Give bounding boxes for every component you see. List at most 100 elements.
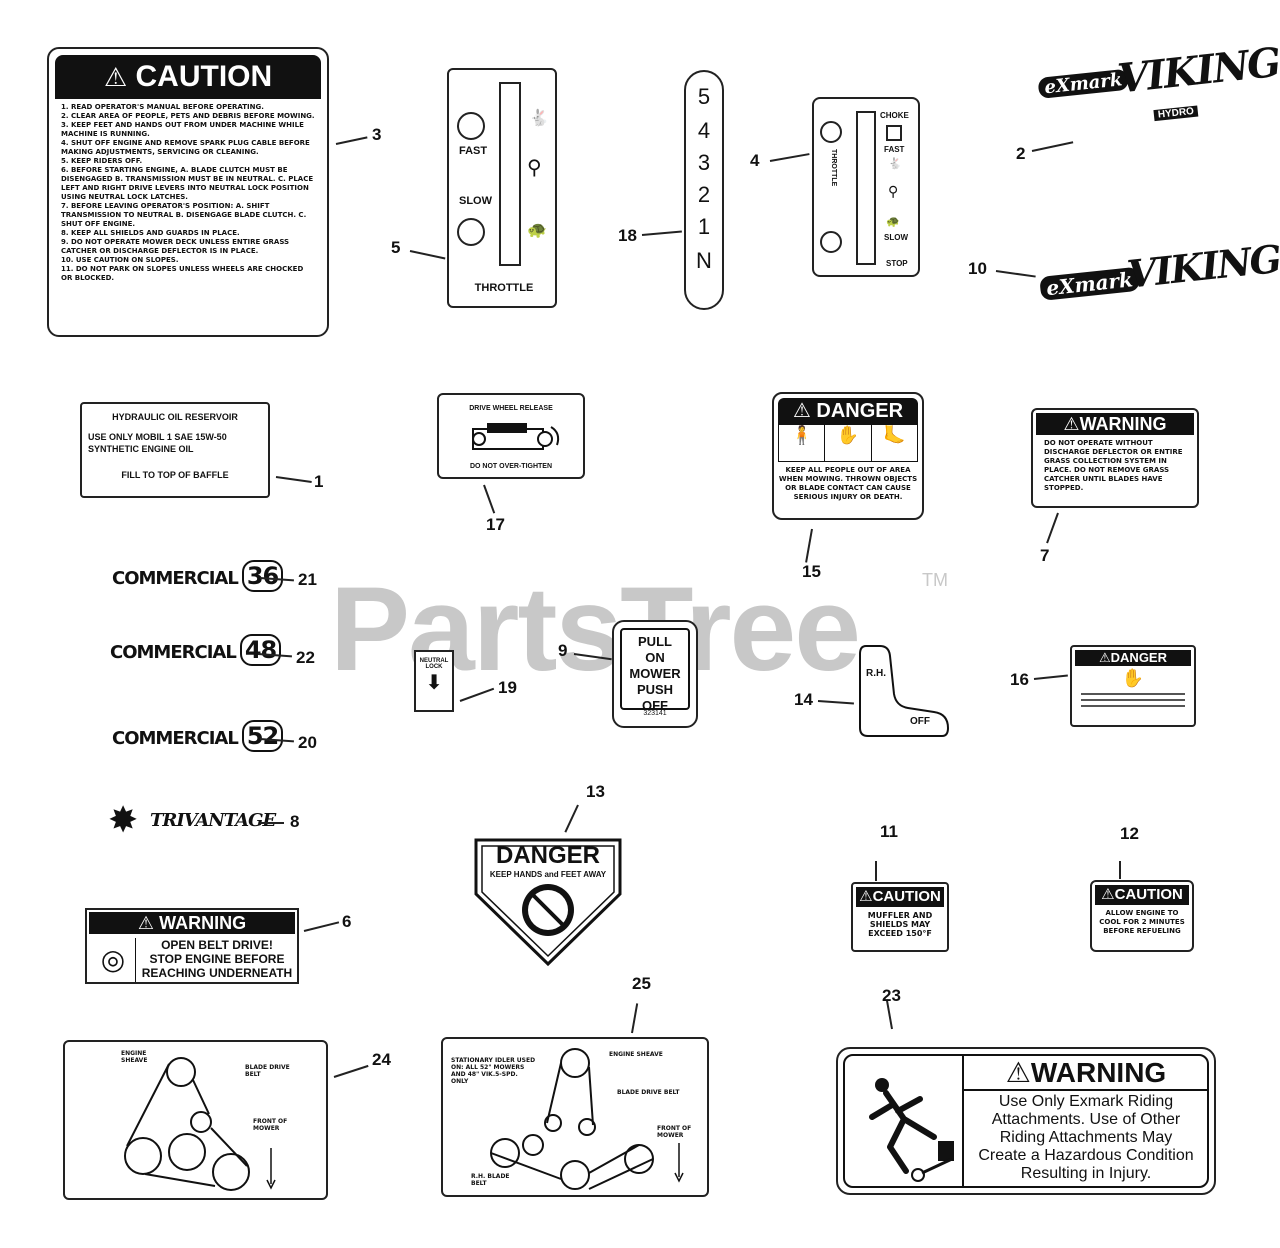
callout-9: 9 bbox=[558, 641, 568, 660]
watermark: PartsTree bbox=[330, 562, 861, 696]
choke-icon: ⚲ bbox=[888, 183, 899, 199]
warning-line-4: Create a Hazardous Condition bbox=[978, 1147, 1194, 1164]
viking-logo-10: eXmark VIKING bbox=[1037, 235, 1280, 324]
star-icon: ✸ bbox=[108, 799, 139, 840]
callout-17: 17 bbox=[486, 515, 505, 534]
warning-inner bbox=[843, 1054, 1209, 1188]
trademark-symbol: TM bbox=[922, 570, 948, 590]
warning-decal-6: ⚠ WARNING ◎ OPEN BELT DRIVE! STOP ENGINE… bbox=[85, 908, 299, 984]
warning-text: OPEN BELT DRIVE! STOP ENGINE BEFORE REAC… bbox=[137, 938, 297, 980]
hydraulic-title: HYDRAULIC OIL RESERVOIR bbox=[112, 412, 238, 422]
caution-text: ALLOW ENGINE TO COOL FOR 2 MINUTES BEFOR… bbox=[1099, 909, 1185, 935]
throttle-decal-5: FAST SLOW 🐇 ⚲ 🐢 THROTTLE bbox=[447, 68, 557, 308]
fast-label: FAST bbox=[884, 145, 905, 154]
callout-10: 10 bbox=[968, 259, 987, 278]
callout-2: 2 bbox=[1016, 144, 1026, 163]
callout-5: 5 bbox=[391, 238, 401, 257]
stop-label: STOP bbox=[886, 259, 908, 268]
warning-line-1: Use Only Exmark Riding bbox=[998, 1093, 1174, 1110]
warning-triangle-icon: ⚠ bbox=[1063, 414, 1080, 434]
trivantage-name: TRIVANTAGE bbox=[150, 810, 276, 831]
caution-item: 8. KEEP ALL SHIELDS AND GUARDS IN PLACE. bbox=[61, 229, 240, 237]
warning-decal-7: ⚠WARNING DO NOT OPERATE WITHOUT DISCHARG… bbox=[1031, 408, 1199, 508]
off-label: OFF bbox=[910, 716, 930, 727]
engine-sheave-label: ENGINE SHEAVE bbox=[609, 1051, 663, 1058]
fast-label: FAST bbox=[459, 145, 488, 157]
drive-wheel-release-decal-17: DRIVE WHEEL RELEASE DO NOT OVER-TIGHTEN bbox=[437, 393, 585, 479]
pto-part-code: 323141 bbox=[643, 710, 667, 717]
caution-header: ⚠ CAUTION bbox=[55, 55, 321, 99]
rh-off-decal-14 bbox=[859, 645, 950, 737]
hydraulic-oil-decal-1: HYDRAULIC OIL RESERVOIR USE ONLY MOBIL 1… bbox=[80, 402, 270, 498]
callout-14: 14 bbox=[794, 690, 813, 709]
warning-line-3: Riding Attachments May bbox=[999, 1129, 1173, 1146]
caution-item: 7. BEFORE LEAVING OPERATOR'S POSITION: A… bbox=[61, 202, 307, 228]
caution-item: 11. DO NOT PARK ON SLOPES UNLESS WHEELS … bbox=[61, 265, 304, 282]
rh-label: R.H. bbox=[866, 668, 886, 679]
transmission-illustration bbox=[472, 423, 560, 450]
hydro-label: HYDRO bbox=[1153, 105, 1199, 122]
blade-icon: ✋ bbox=[825, 425, 872, 461]
caution-decal-12: ⚠CAUTION ALLOW ENGINE TO COOL FOR 2 MINU… bbox=[1090, 880, 1194, 952]
callout-7: 7 bbox=[1040, 546, 1050, 565]
throttle-vertical-label: THROTTLE bbox=[830, 149, 837, 187]
on-label: ON bbox=[645, 650, 665, 665]
danger-decal-16: ⚠DANGER ✋ bbox=[1070, 645, 1196, 727]
front-of-mower-label: FRONT OF MOWER bbox=[657, 1125, 692, 1139]
warning-line-2: STOP ENGINE BEFORE bbox=[149, 952, 285, 966]
arrow-down-icon: ⬇ bbox=[425, 672, 443, 694]
viking-hydro-logo-2: eXmark VIKING HYDRO bbox=[1036, 39, 1280, 154]
lock-label: LOCK bbox=[425, 664, 443, 670]
mower-label: MOWER bbox=[629, 666, 681, 681]
neutral-lock-decal-19: NEUTRAL LOCK ⬇ bbox=[414, 650, 454, 712]
warning-text: Use Only Exmark Riding Attachments. Use … bbox=[964, 1093, 1208, 1183]
hydraulic-oil-synthetic: SYNTHETIC ENGINE OIL bbox=[88, 444, 194, 454]
commercial-number: 48 bbox=[239, 634, 282, 666]
throttle-decal-4: THROTTLE CHOKE FAST 🐇 ⚲ 🐢 SLOW STOP bbox=[812, 97, 920, 277]
hydraulic-fill: FILL TO TOP OF BAFFLE bbox=[121, 470, 229, 480]
pull-label: PULL bbox=[638, 634, 672, 649]
callout-11: 11 bbox=[880, 822, 898, 841]
danger-decal-15: ⚠ DANGER 🧍 ✋ 🦶 KEEP ALL PEOPLE OUT OF AR… bbox=[772, 392, 924, 520]
choke-label: CHOKE bbox=[880, 111, 909, 120]
caution-decal-3: ⚠ CAUTION 1. READ OPERATOR'S MANUAL BEFO… bbox=[47, 47, 329, 337]
rabbit-icon: 🐇 bbox=[888, 158, 902, 170]
warning-triangle-icon: ⚠ bbox=[103, 62, 128, 92]
slow-label: SLOW bbox=[884, 233, 908, 242]
caution-decal-11: ⚠CAUTION MUFFLER AND SHIELDS MAY EXCEED … bbox=[851, 882, 949, 952]
drive-wheel-note: DO NOT OVER-TIGHTEN bbox=[469, 463, 553, 470]
commercial-word: COMMERCIAL bbox=[112, 568, 239, 589]
turtle-icon: 🐢 bbox=[527, 222, 547, 239]
engine-sheave-label: ENGINE SHEAVE bbox=[121, 1050, 148, 1064]
rh-blade-belt-label: R.H. BLADE BELT bbox=[471, 1173, 510, 1187]
hazard-pictograms: 🧍 ✋ 🦶 bbox=[778, 424, 918, 462]
callout-1: 1 bbox=[314, 472, 324, 491]
push-label: PUSH bbox=[636, 682, 674, 697]
neutral-label: NEUTRAL bbox=[419, 658, 449, 664]
choke-box-icon bbox=[886, 125, 902, 141]
warning-text: DO NOT OPERATE WITHOUT DISCHARGE DEFLECT… bbox=[1044, 439, 1183, 492]
exmark-brand: eXmark bbox=[1039, 266, 1140, 301]
callout-19: 19 bbox=[498, 678, 517, 697]
slow-knob-circle bbox=[457, 218, 485, 246]
viking-name: VIKING bbox=[1115, 38, 1280, 103]
thrown-object-icon: 🧍 bbox=[779, 425, 826, 461]
fast-knob-circle bbox=[457, 112, 485, 140]
caution-item: 1. READ OPERATOR'S MANUAL BEFORE OPERATI… bbox=[61, 103, 264, 111]
warning-triangle-icon: ⚠ bbox=[792, 400, 811, 422]
callout-15: 15 bbox=[802, 562, 821, 581]
caution-header: ⚠CAUTION bbox=[1095, 885, 1189, 905]
blade-drive-belt-label: BLADE DRIVE BELT bbox=[617, 1089, 680, 1096]
callout-18: 18 bbox=[618, 226, 637, 245]
warning-header: ⚠ WARNING bbox=[89, 912, 295, 934]
rabbit-icon: 🐇 bbox=[529, 110, 549, 127]
warning-triangle-icon: ⚠ bbox=[1101, 886, 1115, 903]
tipping-person-icon bbox=[869, 1078, 954, 1182]
caution-item: 6. BEFORE STARTING ENGINE, A. BLADE CLUT… bbox=[61, 166, 314, 201]
gear-n: N bbox=[696, 248, 712, 273]
belt-hazard-icon: ◎ bbox=[91, 938, 136, 982]
caution-header: ⚠CAUTION bbox=[856, 887, 944, 907]
danger-header: ⚠DANGER bbox=[1075, 650, 1191, 666]
callout-12: 12 bbox=[1120, 824, 1139, 843]
callout-13: 13 bbox=[586, 782, 605, 801]
